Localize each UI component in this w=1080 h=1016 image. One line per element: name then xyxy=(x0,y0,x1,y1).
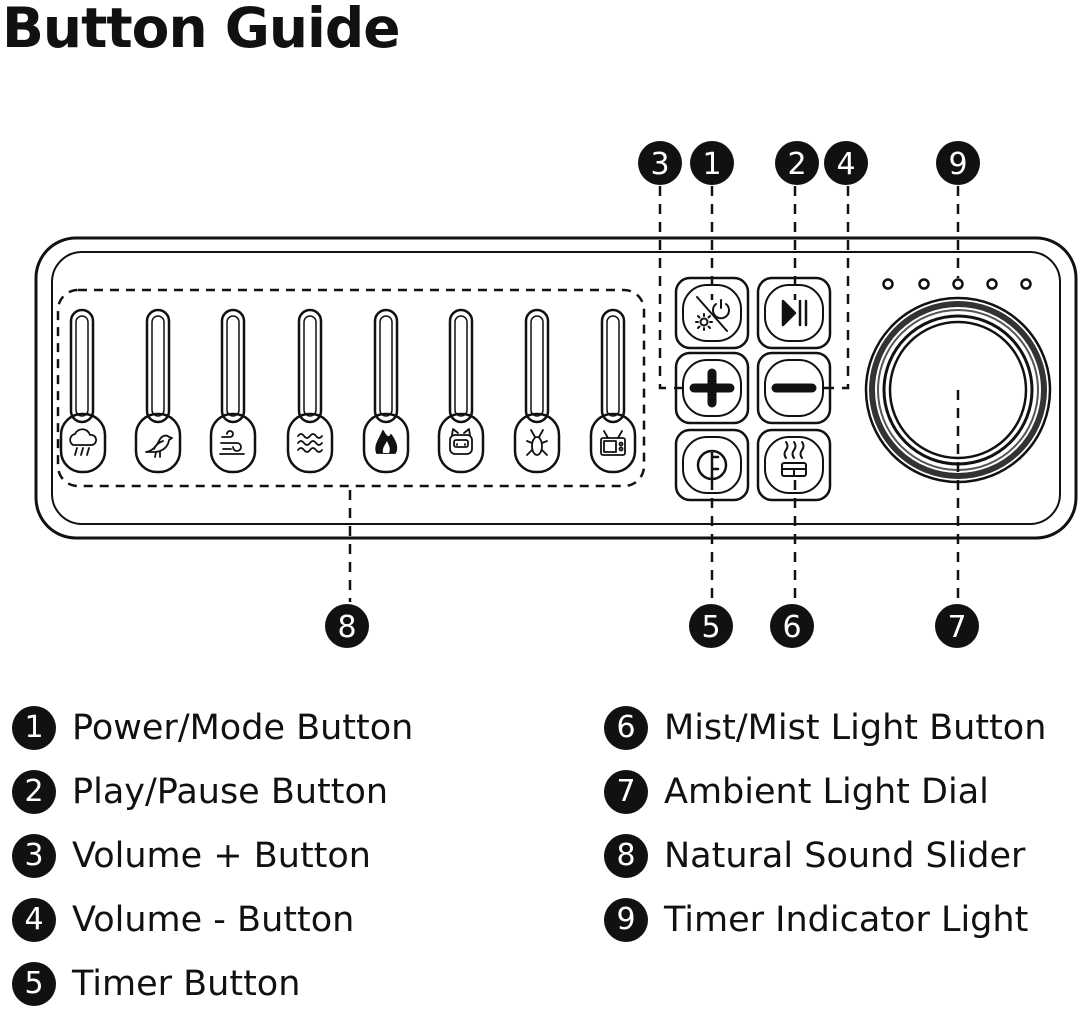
legend-label: Ambient Light Dial xyxy=(664,772,989,812)
legend-label: Volume + Button xyxy=(72,836,371,876)
svg-text:3: 3 xyxy=(650,147,669,182)
legend-item: 3 Volume + Button xyxy=(12,824,413,888)
device-diagram: 3 1 2 4 9 8 5 6 7 xyxy=(34,141,1078,648)
cat-icon xyxy=(449,428,473,455)
plus-icon xyxy=(689,368,735,408)
slider-group-outline xyxy=(56,288,646,488)
svg-text:5: 5 xyxy=(701,610,720,645)
legend-number: 1 xyxy=(12,706,56,750)
natural-sound-slider-4[interactable] xyxy=(286,308,334,474)
timer-icon xyxy=(696,449,728,481)
timer-indicator-light-4 xyxy=(986,278,998,290)
legend-item: 1 Power/Mode Button xyxy=(12,696,413,760)
natural-sound-slider-1[interactable] xyxy=(59,308,107,474)
legend-label: Mist/Mist Light Button xyxy=(664,708,1047,748)
callout-7: 7 xyxy=(935,604,979,648)
legend-item: 5 Timer Button xyxy=(12,952,413,1016)
svg-text:9: 9 xyxy=(948,147,967,182)
legend-item: 9 Timer Indicator Light xyxy=(604,888,1046,952)
svg-text:8: 8 xyxy=(337,610,356,645)
legend-label: Power/Mode Button xyxy=(72,708,414,748)
device-inner-outline xyxy=(51,251,1061,525)
callout-2: 2 xyxy=(775,141,819,185)
natural-sound-slider-7[interactable] xyxy=(513,308,561,474)
callout-9: 9 xyxy=(936,141,980,185)
leader-line-4 xyxy=(812,186,850,390)
legend-label: Play/Pause Button xyxy=(72,772,389,812)
natural-sound-slider-8[interactable] xyxy=(589,308,637,474)
legend-label: Timer Button xyxy=(72,964,301,1004)
legend-label: Natural Sound Slider xyxy=(664,836,1026,876)
legend-left: 1 Power/Mode Button 2 Play/Pause Button … xyxy=(12,696,413,1016)
fire-icon xyxy=(375,430,398,454)
wind-icon xyxy=(219,430,245,455)
legend-label: Timer Indicator Light xyxy=(664,900,1029,940)
callout-6: 6 xyxy=(770,604,814,648)
svg-text:1: 1 xyxy=(702,147,721,182)
callout-1: 1 xyxy=(690,141,734,185)
callout-3: 3 xyxy=(638,141,682,185)
cricket-icon xyxy=(526,429,548,456)
power-mode-icon xyxy=(695,296,730,332)
legend-number: 6 xyxy=(604,706,648,750)
callout-8: 8 xyxy=(325,604,369,648)
natural-sound-slider-6[interactable] xyxy=(437,308,485,474)
legend-number: 4 xyxy=(12,898,56,942)
legend-number: 2 xyxy=(12,770,56,814)
legend-item: 7 Ambient Light Dial xyxy=(604,760,1046,824)
legend-label: Volume - Button xyxy=(72,900,355,940)
natural-sound-slider-3[interactable] xyxy=(209,308,257,474)
legend-number: 7 xyxy=(604,770,648,814)
svg-text:2: 2 xyxy=(787,147,806,182)
legend-right: 6 Mist/Mist Light Button 7 Ambient Light… xyxy=(604,696,1046,952)
leader-line-3 xyxy=(658,186,690,390)
legend-item: 6 Mist/Mist Light Button xyxy=(604,696,1046,760)
timer-indicator-light-3 xyxy=(952,278,964,290)
legend-number: 9 xyxy=(604,898,648,942)
timer-indicator-light-5 xyxy=(1020,278,1032,290)
timer-indicator-light-1 xyxy=(882,278,894,290)
natural-sound-slider-2[interactable] xyxy=(134,308,182,474)
rain-icon xyxy=(69,428,97,456)
callout-4: 4 xyxy=(824,141,868,185)
natural-sound-slider-5[interactable] xyxy=(362,308,410,474)
svg-text:6: 6 xyxy=(782,610,801,645)
bird-icon xyxy=(145,434,173,458)
page-title: Button Guide xyxy=(2,0,401,60)
svg-text:4: 4 xyxy=(836,147,855,182)
callout-5: 5 xyxy=(689,604,733,648)
mist-icon xyxy=(781,441,807,477)
legend-number: 8 xyxy=(604,834,648,878)
timer-indicator-light-2 xyxy=(918,278,930,290)
legend-item: 8 Natural Sound Slider xyxy=(604,824,1046,888)
svg-text:7: 7 xyxy=(947,610,966,645)
legend-item: 2 Play/Pause Button xyxy=(12,760,413,824)
legend-number: 5 xyxy=(12,962,56,1006)
legend-number: 3 xyxy=(12,834,56,878)
play-pause-icon xyxy=(781,299,808,327)
legend-item: 4 Volume - Button xyxy=(12,888,413,952)
tv-icon xyxy=(600,430,626,456)
device-outer-outline xyxy=(34,236,1078,540)
wave-icon xyxy=(297,433,323,453)
